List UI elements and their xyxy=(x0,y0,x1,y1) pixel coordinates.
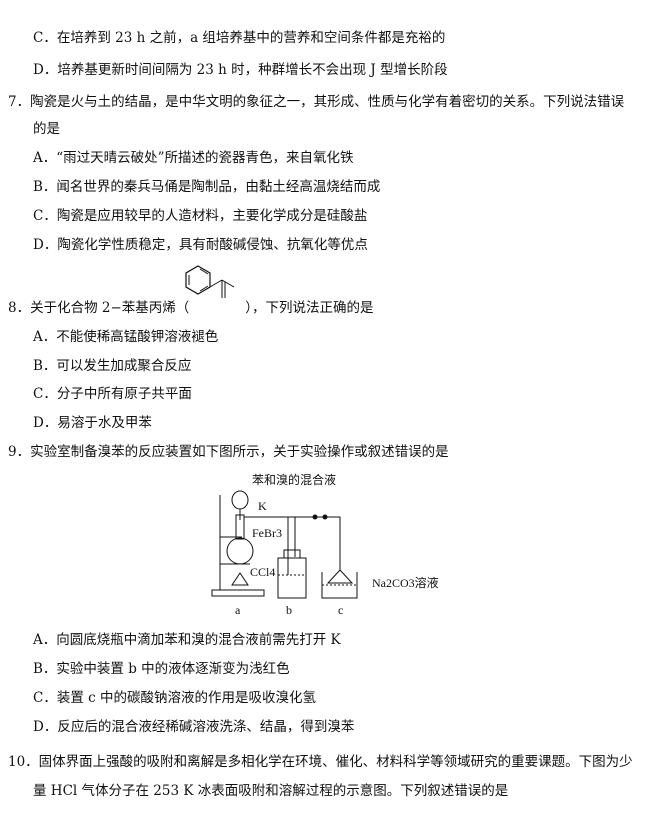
q8-option-a: A．不能使稀高锰酸钾溶液褪色 xyxy=(33,329,219,345)
q7-option-b: B．闻名世界的秦兵马俑是陶制品，由黏土经高温烧结而成 xyxy=(33,179,381,195)
label-c: c xyxy=(338,603,343,617)
label-febr3: FeBr3 xyxy=(252,526,282,540)
q9-option-a: A．向圆底烧瓶中滴加苯和溴的混合液前需先打开 K xyxy=(33,632,341,648)
label-na2co3: Na2CO3溶液 xyxy=(372,575,439,590)
label-funnel: 苯和溴的混合液 xyxy=(252,472,336,487)
q8-stem-a: 8．关于化合物 2−苯基丙烯（ xyxy=(8,300,190,316)
label-b: b xyxy=(286,603,292,617)
label-ccl4: CCl4 xyxy=(250,565,275,579)
bromobenzene-apparatus-figure: 苯和溴的混合液 K FeBr3 CCl4 Na2CO3溶液 a b c xyxy=(211,472,439,617)
q7-option-d: D．陶瓷化学性质稳定，具有耐酸碱侵蚀、抗氧化等优点 xyxy=(33,237,368,253)
q7-option-a: A．“雨过天晴云破处”所描述的瓷器青色，来自氧化铁 xyxy=(33,150,354,166)
label-a: a xyxy=(235,603,241,617)
q10-stem-cont: 量 HCl 气体分子在 253 K 冰表面吸附和溶解过程的示意图。下列叙述错误的… xyxy=(33,783,509,799)
q9-option-c: C．装置 c 中的碳酸钠溶液的作用是吸收溴化氢 xyxy=(33,690,316,706)
label-k: K xyxy=(258,499,267,513)
q9-stem: 9．实验室制备溴苯的反应装置如下图所示，关于实验操作或叙述错误的是 xyxy=(8,444,449,460)
q9-option-b: B．实验中装置 b 中的液体逐渐变为浅红色 xyxy=(33,661,290,677)
q7-option-c: C．陶瓷是应用较早的人造材料，主要化学成分是硅酸盐 xyxy=(33,208,368,224)
q7-stem-cont: 的是 xyxy=(33,121,60,137)
2-phenylpropene-structure xyxy=(185,265,235,298)
q7-stem: 7．陶瓷是火与土的结晶，是中华文明的象征之一，其形成、性质与化学有着密切的关系。… xyxy=(8,94,625,110)
q8-stem-b: ），下列说法正确的是 xyxy=(245,300,374,316)
clamp-icon xyxy=(322,514,328,520)
q8-option-d: D．易溶于水及甲苯 xyxy=(33,415,152,431)
q6-option-c: C．在培养到 23 h 之前，a 组培养基中的营养和空间条件都是充裕的 xyxy=(33,30,446,46)
q9-option-d: D．反应后的混合液经稀碱溶液洗涤、结晶，得到溴苯 xyxy=(33,719,355,735)
q8-option-c: C．分子中所有原子共平面 xyxy=(33,386,192,402)
q8-stem: 8．关于化合物 2−苯基丙烯（ ），下列说法正确的是 xyxy=(8,300,374,316)
q10-stem: 10．固体界面上强酸的吸附和离解是多相化学在环境、催化、材料科学等领域研究的重要… xyxy=(8,754,633,770)
clamp-icon xyxy=(312,514,318,520)
q8-option-b: B．可以发生加成聚合反应 xyxy=(33,358,192,374)
q6-option-d: D．培养基更新时间间隔为 23 h 时，种群增长不会出现 J 型增长阶段 xyxy=(33,62,448,78)
